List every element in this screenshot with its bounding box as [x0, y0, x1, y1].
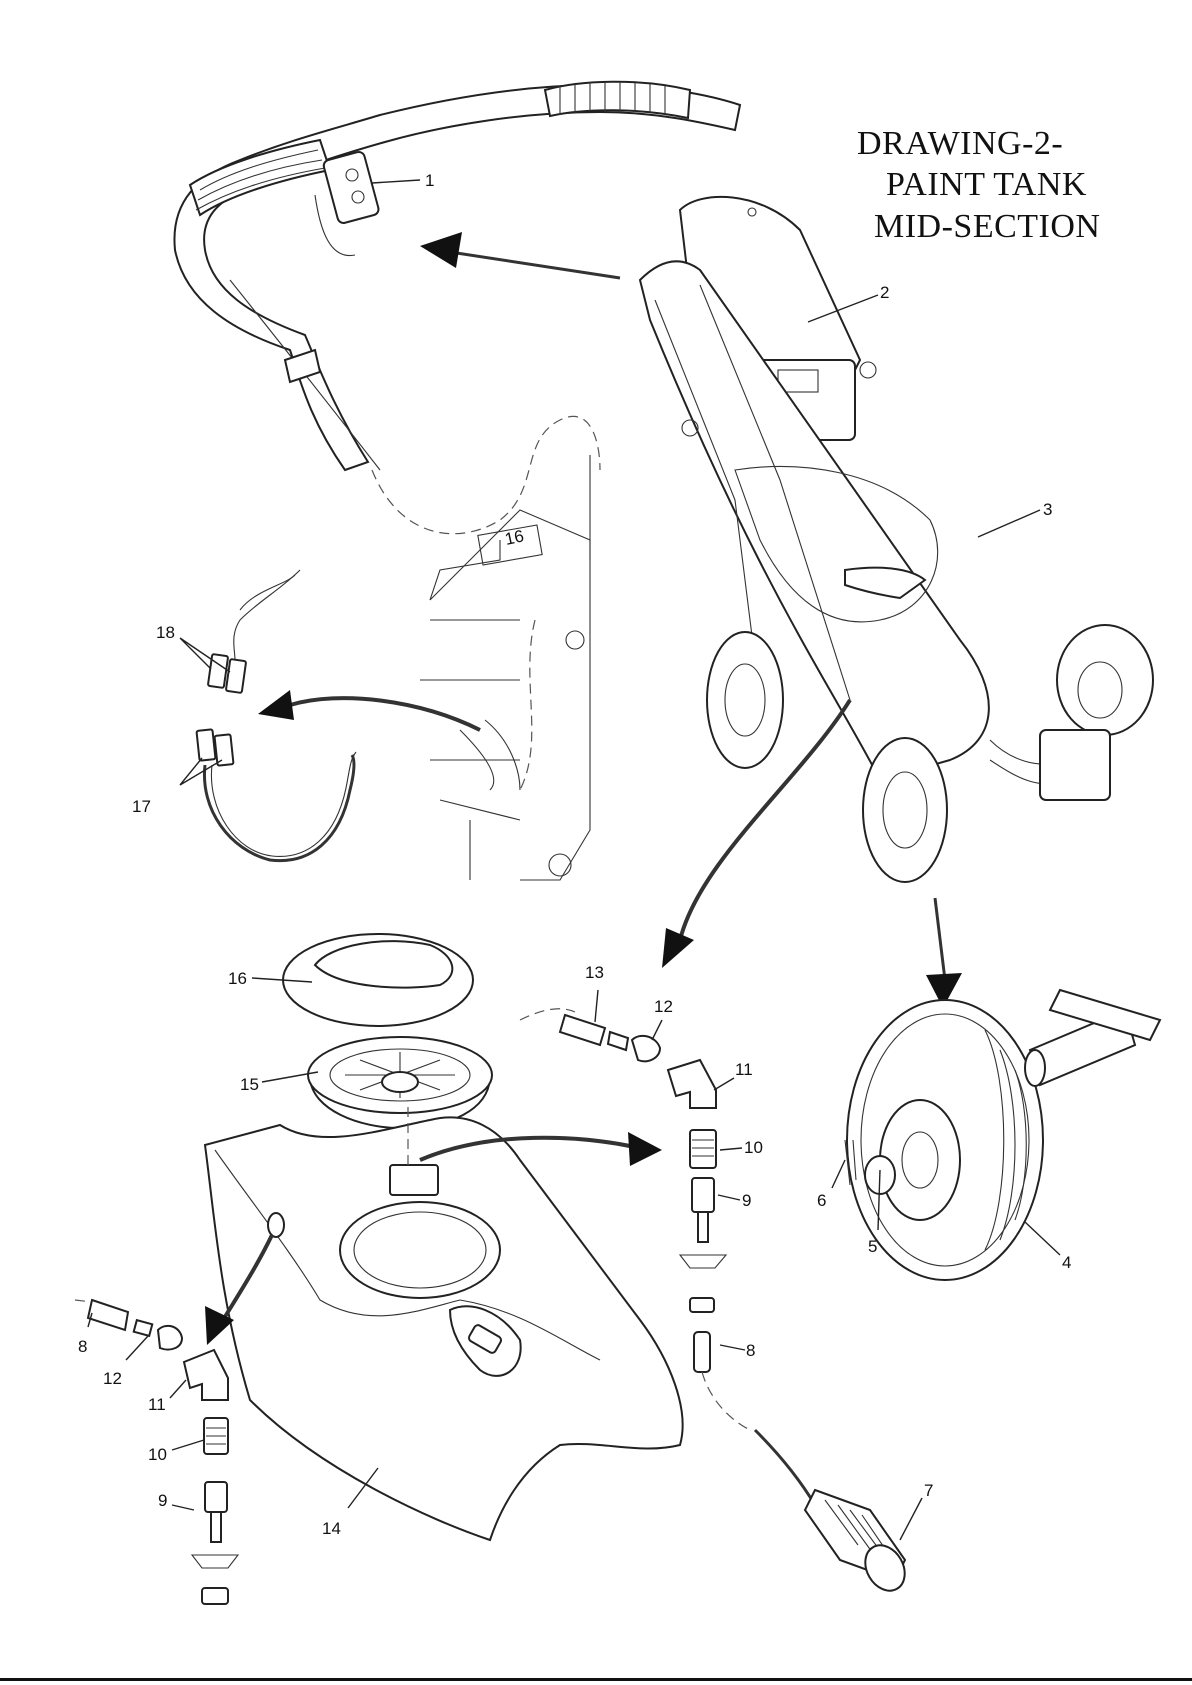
callout-5: 5 — [868, 1237, 877, 1256]
tank-body-icon — [205, 1100, 683, 1540]
callout-3: 3 — [1043, 500, 1052, 519]
strainer-basket-icon — [308, 1037, 492, 1128]
callout-10-right: 10 — [744, 1138, 763, 1157]
tank-lid-icon — [283, 934, 473, 1026]
callout-16-machine: 16 — [503, 526, 525, 549]
callout-13: 13 — [585, 963, 604, 982]
callout-12-left: 12 — [103, 1369, 122, 1388]
wheel-assembly-icon — [845, 990, 1160, 1280]
callout-7: 7 — [924, 1481, 933, 1500]
callout-2: 2 — [880, 283, 889, 302]
callout-10-left: 10 — [148, 1445, 167, 1464]
cart-frame-icon — [640, 197, 1153, 882]
suction-strainer-icon — [805, 1490, 913, 1598]
callout-6: 6 — [817, 1191, 826, 1210]
callout-11-right: 11 — [735, 1060, 753, 1079]
callout-4: 4 — [1062, 1253, 1071, 1272]
callout-12-right: 12 — [654, 997, 673, 1016]
callout-8-left: 8 — [78, 1337, 87, 1356]
callout-9-left: 9 — [158, 1491, 167, 1510]
callout-16-lid: 16 — [228, 969, 247, 988]
machine-body-icon — [420, 455, 590, 880]
callout-17: 17 — [132, 797, 151, 816]
callout-11-left: 11 — [148, 1395, 166, 1414]
callout-15: 15 — [240, 1075, 259, 1094]
page-bottom-rule — [0, 1678, 1192, 1681]
callout-1: 1 — [425, 171, 434, 190]
callout-14: 14 — [322, 1519, 341, 1538]
callout-9-right: 9 — [742, 1191, 751, 1210]
callout-18: 18 — [156, 623, 175, 642]
callout-8-right: 8 — [746, 1341, 755, 1360]
